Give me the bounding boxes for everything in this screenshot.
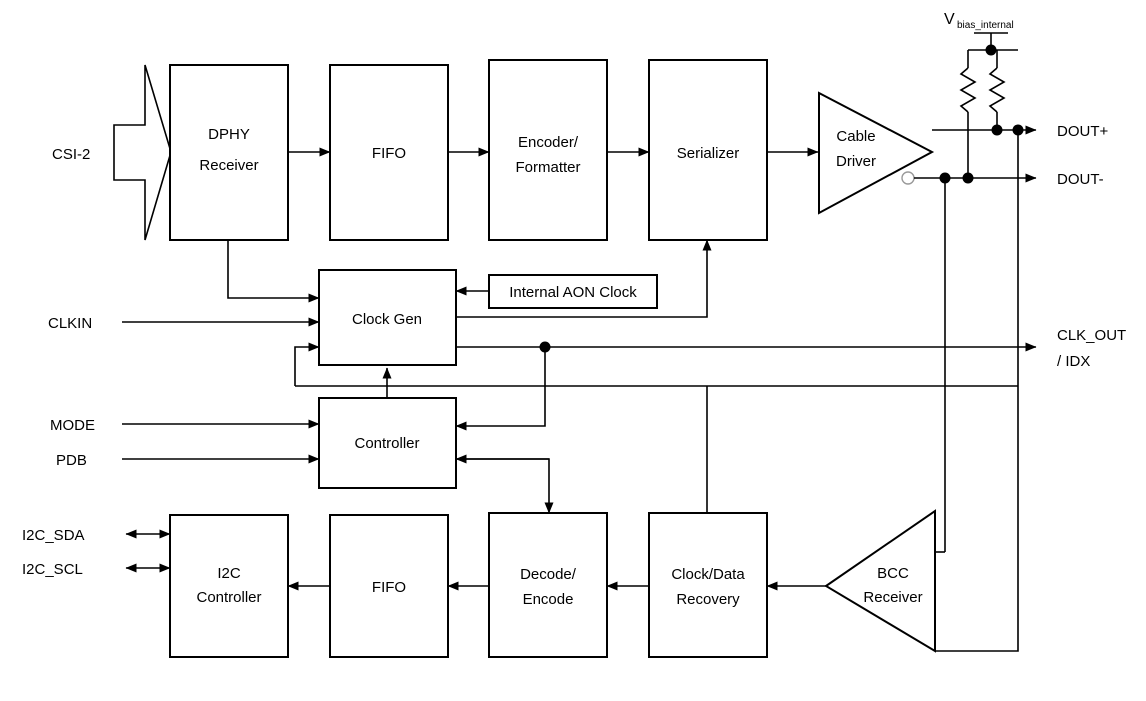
block-controller[interactable]: Controller: [318, 397, 457, 489]
block-clock-gen-label-1: Clock Gen: [352, 311, 422, 328]
wire-clockgen-to-serializer: [456, 239, 712, 318]
block-dphy-receiver-label-1: DPHY: [208, 126, 250, 143]
block-fifo-rx[interactable]: FIFO: [329, 514, 449, 658]
pin-label-i2c-sda: I2C_SDA: [22, 527, 85, 544]
amp-cable-driver-label-2: Driver: [836, 153, 876, 170]
csi2-bus-arrow: [113, 64, 172, 241]
wire-clkbus-to-controller: [455, 347, 546, 431]
junction-dot-dout-n-res: [962, 172, 974, 184]
junction-dot-dout-p-res: [991, 124, 1003, 136]
block-clock-data-recovery[interactable]: Clock/Data Recovery: [648, 512, 768, 658]
block-i2c-label-2: Controller: [196, 589, 261, 606]
amp-cable-driver[interactable]: Cable Driver: [818, 91, 935, 215]
block-cdr-label-1: Clock/Data: [671, 566, 745, 583]
block-i2c-controller[interactable]: I2C Controller: [169, 514, 289, 658]
pin-label-clkin: CLKIN: [48, 315, 92, 332]
pin-label-dout-p: DOUT+: [1057, 123, 1108, 140]
amp-bcc-receiver[interactable]: BCC Receiver: [824, 509, 936, 653]
block-fifo-tx-label-1: FIFO: [372, 145, 406, 162]
inverting-output-bubble-icon: [901, 171, 915, 185]
wire-dphy-to-clockgen: [227, 240, 320, 303]
block-cdr-label-2: Recovery: [676, 591, 740, 608]
block-clock-gen[interactable]: Clock Gen: [318, 269, 457, 366]
block-fifo-tx[interactable]: FIFO: [329, 64, 449, 241]
net-dout-p: [932, 124, 1037, 136]
pin-label-pdb: PDB: [56, 452, 87, 469]
amp-bcc-label-1: BCC: [877, 565, 909, 582]
block-controller-label-1: Controller: [354, 435, 419, 452]
amp-bcc-label-2: Receiver: [863, 589, 922, 606]
block-decode-label-2: Encode: [523, 591, 574, 608]
block-encoder-label-2: Formatter: [515, 159, 580, 176]
block-fifo-rx-label-1: FIFO: [372, 579, 406, 596]
supply-symbol: V: [944, 11, 955, 28]
block-decode-encode[interactable]: Decode/ Encode: [488, 512, 608, 658]
pin-label-csi2: CSI-2: [52, 146, 90, 163]
pin-label-clk-out-2: / IDX: [1057, 353, 1090, 370]
block-serializer[interactable]: Serializer: [648, 59, 768, 241]
pin-label-clk-out-1: CLK_OUT: [1057, 327, 1126, 344]
block-dphy-receiver[interactable]: DPHY Receiver: [169, 64, 289, 241]
wire-feedback-to-clockgen: [294, 342, 320, 386]
block-internal-aon-clock[interactable]: Internal AON Clock: [488, 274, 658, 309]
supply-subscript: bias_internal: [957, 20, 1014, 31]
block-i2c-label-1: I2C: [217, 565, 241, 582]
block-encoder-label-1: Encoder/: [518, 134, 579, 151]
block-aon-label-1: Internal AON Clock: [509, 284, 637, 301]
block-dphy-receiver-label-2: Receiver: [199, 157, 258, 174]
resistor-dout-n: [959, 50, 977, 178]
amp-cable-driver-label-1: Cable: [836, 128, 875, 145]
wire-dout-p-to-bcc: [935, 130, 1019, 652]
wire-controller-to-decode: [456, 458, 554, 514]
block-serializer-label-1: Serializer: [677, 145, 740, 162]
resistor-dout-p: [988, 50, 1006, 130]
block-encoder-formatter[interactable]: Encoder/ Formatter: [488, 59, 608, 241]
pin-label-mode: MODE: [50, 417, 95, 434]
pin-label-dout-n: DOUT-: [1057, 171, 1104, 188]
pin-label-i2c-scl: I2C_SCL: [22, 561, 83, 578]
supply-vbias-internal: V bias_internal: [944, 11, 1018, 56]
block-decode-label-1: Decode/: [520, 566, 577, 583]
